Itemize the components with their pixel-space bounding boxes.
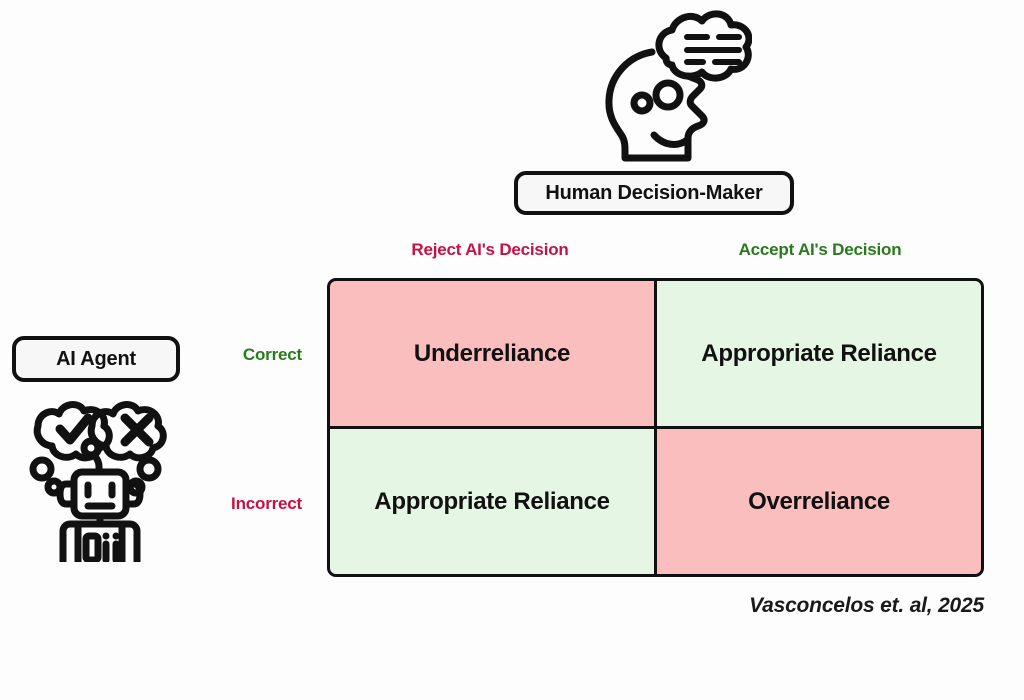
matrix-cell-correct-reject: Underreliance (330, 281, 654, 426)
row-header-incorrect: Incorrect (231, 494, 302, 513)
citation-text: Vasconcelos et. al, 2025 (749, 594, 984, 617)
column-header-accept: Accept AI's Decision (738, 240, 902, 259)
column-header-reject: Reject AI's Decision (411, 240, 569, 259)
ai-agent-label[interactable]: AI Agent (12, 336, 180, 382)
robot-check-cross-thought-bubbles-icon (20, 396, 178, 576)
matrix-cell-incorrect-accept: Overreliance (657, 429, 981, 574)
matrix-cell-incorrect-reject: Appropriate Reliance (330, 429, 654, 574)
reliance-matrix: Underreliance Appropriate Reliance Appro… (327, 278, 984, 577)
matrix-cell-correct-accept: Appropriate Reliance (657, 281, 981, 426)
row-header-correct: Correct (242, 345, 302, 364)
human-head-thought-bubble-icon (592, 6, 753, 164)
human-decision-maker-label[interactable]: Human Decision-Maker (514, 171, 794, 215)
